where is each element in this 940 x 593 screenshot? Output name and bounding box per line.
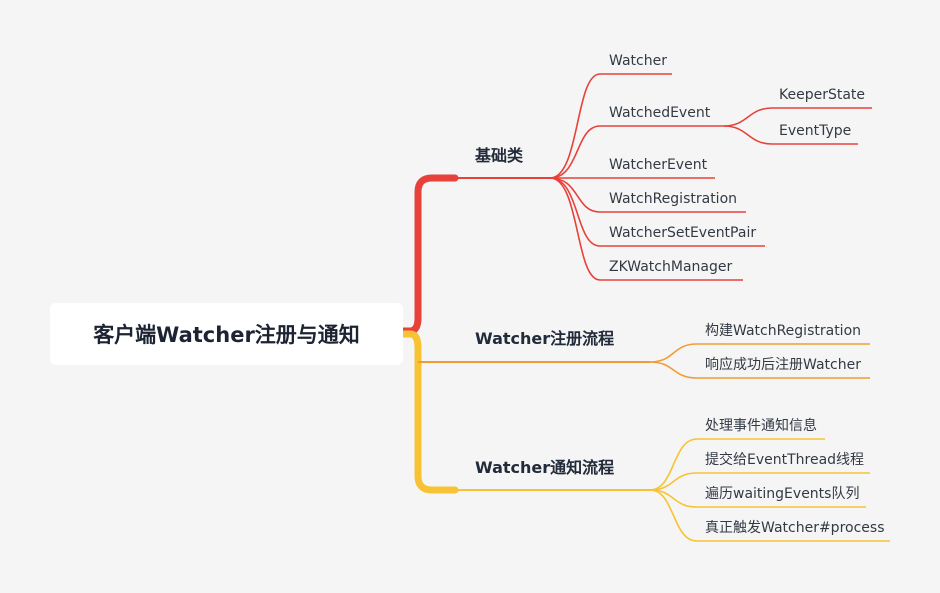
leaf-watch-registration[interactable]: WatchRegistration	[609, 191, 738, 207]
leaf-handle-event-notification[interactable]: 处理事件通知信息	[705, 418, 817, 434]
notify-flow-connectors	[649, 438, 890, 542]
root-node[interactable]: 客户端Watcher注册与通知	[50, 303, 403, 365]
leaf-build-watch-registration[interactable]: 构建WatchRegistration	[705, 323, 862, 339]
leaf-event-type[interactable]: EventType	[779, 123, 852, 139]
leaf-watched-event[interactable]: WatchedEvent	[609, 105, 711, 121]
leaf-watcher-event[interactable]: WatcherEvent	[609, 157, 708, 173]
branch-basic-classes[interactable]: 基础类	[475, 146, 524, 165]
leaf-trigger-watcher-process[interactable]: 真正触发Watcher#process	[705, 520, 885, 536]
branch-register-flow[interactable]: Watcher注册流程	[475, 329, 615, 348]
trunk-connector-red	[400, 174, 459, 335]
root-label: 客户端Watcher注册与通知	[93, 323, 360, 347]
leaf-watcher[interactable]: Watcher	[609, 53, 667, 69]
basic-class-connectors	[549, 73, 872, 281]
leaf-traverse-waiting-events[interactable]: 遍历waitingEvents队列	[705, 486, 860, 502]
leaf-watcher-set-event-pair[interactable]: WatcherSetEventPair	[609, 225, 757, 241]
register-flow-connectors	[649, 343, 870, 379]
trunk-connector-yellow	[400, 330, 459, 494]
branch-notify-flow[interactable]: Watcher通知流程	[475, 458, 615, 477]
leaf-keeper-state[interactable]: KeeperState	[779, 87, 866, 103]
leaf-zk-watch-manager[interactable]: ZKWatchManager	[609, 259, 733, 275]
leaf-submit-to-event-thread[interactable]: 提交给EventThread线程	[705, 452, 865, 468]
leaf-register-watcher-on-success[interactable]: 响应成功后注册Watcher	[705, 357, 861, 373]
